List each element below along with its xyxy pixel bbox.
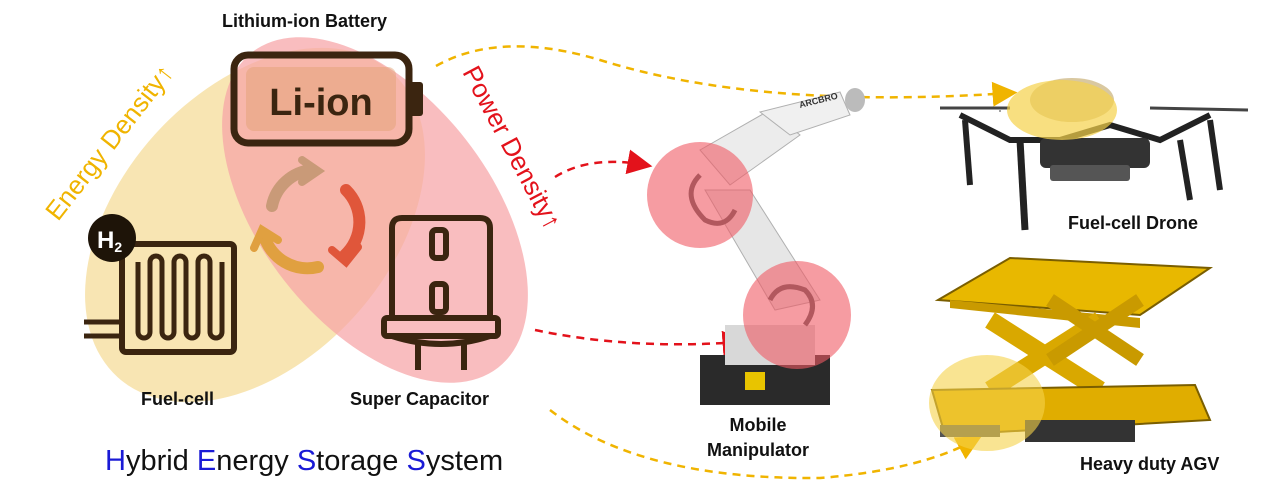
system-title: Hybrid Energy Storage System: [105, 445, 503, 478]
drone-image: [940, 78, 1249, 231]
fuel-cell-label: Fuel-cell: [141, 389, 215, 409]
title-part-2-accent: E: [196, 445, 217, 477]
arrow-to-manipulator-lower: [534, 328, 748, 356]
mobile-manipulator-line2: Manipulator: [707, 440, 809, 460]
arrow-to-agv: [549, 409, 982, 480]
arrow-to-manipulator-upper: [554, 149, 653, 179]
li-ion-icon-text: Li-ion: [269, 82, 372, 124]
hydrogen-icon-text: H2: [97, 227, 122, 255]
cycle-arrows-icon: [250, 156, 366, 275]
title-part-2-rest: nergy: [216, 445, 297, 477]
agv-label: Heavy duty AGV: [1080, 454, 1220, 474]
arrow-to-drone: [435, 45, 1018, 107]
mobile-manipulator-label: Mobile Manipulator: [688, 413, 828, 463]
robot-arm-image: ARCBRO: [647, 88, 865, 405]
title-part-1-rest: ybrid: [125, 445, 197, 477]
title-part-3-rest: torage: [316, 445, 407, 477]
agv-image: [929, 256, 1214, 451]
battery-label: Lithium-ion Battery: [222, 11, 387, 31]
super-capacitor-label: Super Capacitor: [350, 389, 490, 409]
title-part-1-accent: H: [105, 445, 126, 477]
title-part-4-accent: S: [406, 445, 426, 477]
fuel-cell-icon: [84, 214, 237, 355]
drone-label: Fuel-cell Drone: [1068, 213, 1199, 233]
power-density-region: [222, 37, 528, 383]
super-capacitor-icon: [381, 215, 501, 370]
mobile-manipulator-line1: Mobile: [729, 415, 787, 435]
title-part-4-rest: ystem: [425, 445, 504, 477]
li-ion-battery-icon: Li-ion: [230, 51, 423, 147]
title-part-3-accent: S: [296, 445, 317, 477]
